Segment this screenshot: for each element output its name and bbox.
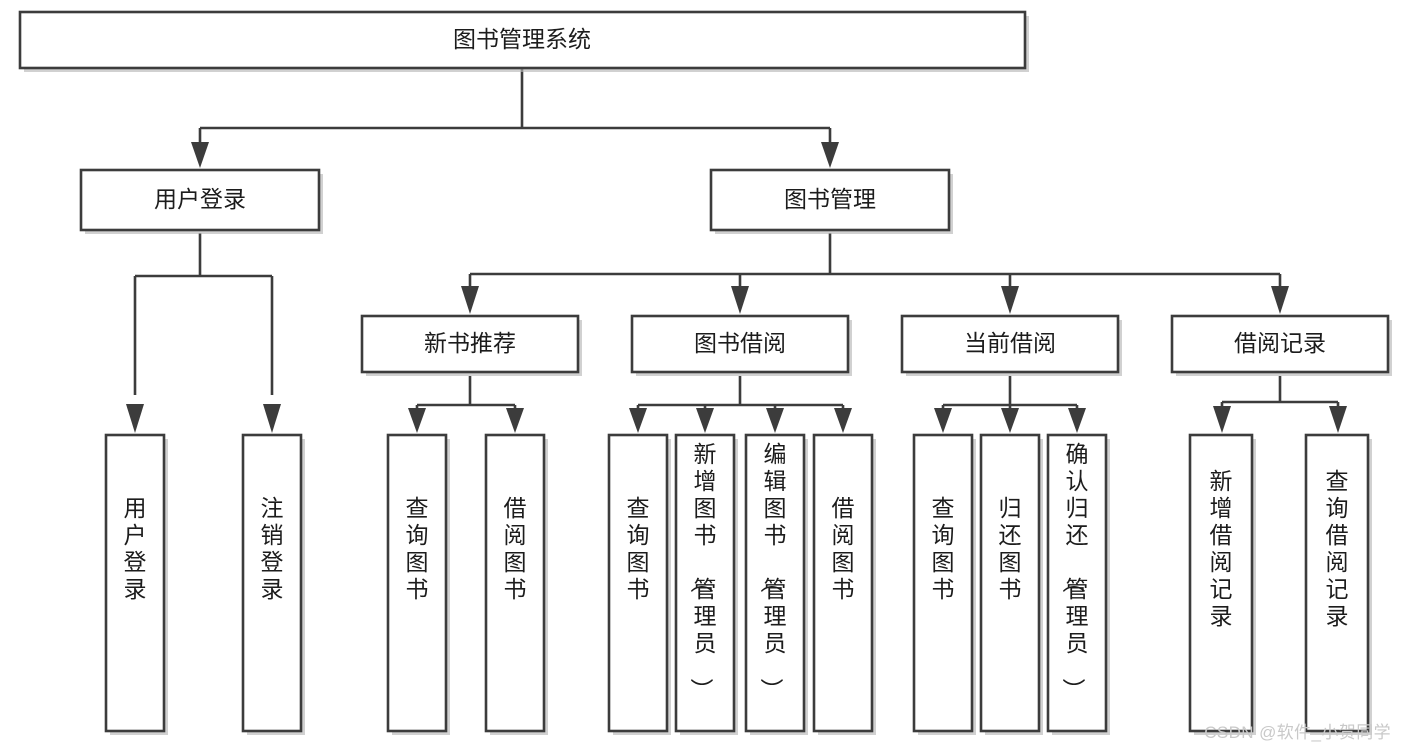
arrow-to-borrow-book-1 xyxy=(506,408,524,433)
connector-layer xyxy=(126,69,1347,433)
query-borrow-record-label: 查询借阅记录 xyxy=(1326,468,1349,629)
arrow-to-borrow-book-2 xyxy=(834,408,852,433)
user-login-box[interactable] xyxy=(79,168,321,232)
node-current-borrow[interactable]: 当前借阅 xyxy=(900,314,1122,376)
query-book-2-label: 查询图书 xyxy=(627,495,650,602)
user-login-do-box[interactable] xyxy=(104,433,166,733)
connector-root-bus xyxy=(198,69,832,145)
node-add-book-admin[interactable]: 新增图书（管理员） xyxy=(674,433,738,735)
borrow-book-1-box[interactable] xyxy=(484,433,546,733)
edit-book-admin-label: 编辑图书（管理员） xyxy=(759,441,787,701)
node-confirm-return-admin[interactable]: 确认归还（管理员） xyxy=(1046,433,1110,735)
borrow-book-1-label: 借阅图书 xyxy=(504,495,527,602)
add-borrow-record-box[interactable] xyxy=(1188,433,1254,733)
arrow-to-return-book xyxy=(1001,408,1019,433)
node-borrow-book-1[interactable]: 借阅图书 xyxy=(484,433,548,735)
book-borrow-label: 图书借阅 xyxy=(694,330,786,356)
borrow-record-label: 借阅记录 xyxy=(1234,330,1326,356)
arrow-to-query-book-2 xyxy=(629,408,647,433)
arrow-to-user-login-do xyxy=(126,404,144,433)
arrow-to-current-borrow xyxy=(1001,286,1019,314)
query-book-2-box[interactable] xyxy=(607,433,669,733)
root-label: 图书管理系统 xyxy=(453,26,591,52)
arrow-to-new-book-recommend xyxy=(461,286,479,314)
node-user-logout[interactable]: 注销登录 xyxy=(241,433,305,735)
node-user-login-do[interactable]: 用户登录 xyxy=(104,433,168,735)
query-borrow-record-box[interactable] xyxy=(1304,433,1370,733)
node-query-book-2[interactable]: 查询图书 xyxy=(607,433,671,735)
add-book-admin-label: 新增图书（管理员） xyxy=(689,441,717,701)
node-add-borrow-record[interactable]: 新增借阅记录 xyxy=(1188,433,1256,735)
edit-book-admin-box[interactable] xyxy=(744,433,806,733)
new-book-recommend-box[interactable] xyxy=(360,314,580,374)
arrow-to-book-manage xyxy=(821,142,839,168)
confirm-return-admin-label: 确认归还（管理员） xyxy=(1061,441,1089,701)
arrow-to-user-logout xyxy=(263,404,281,433)
query-book-1-box[interactable] xyxy=(386,433,448,733)
connector-book-borrow-bus xyxy=(636,376,845,416)
current-borrow-label: 当前借阅 xyxy=(964,330,1056,356)
user-logout-label: 注销登录 xyxy=(261,495,284,602)
connector-new-book-recommend-bus xyxy=(415,376,517,416)
confirm-return-admin-box[interactable] xyxy=(1046,433,1108,733)
connector-borrow-record-bus xyxy=(1220,376,1340,414)
user-login-label: 用户登录 xyxy=(154,186,246,212)
query-book-3-label: 查询图书 xyxy=(932,495,955,602)
arrow-to-add-borrow-record xyxy=(1213,406,1231,433)
return-book-box[interactable] xyxy=(979,433,1041,733)
arrow-to-confirm-return-admin xyxy=(1068,408,1086,433)
node-borrow-record[interactable]: 借阅记录 xyxy=(1170,314,1392,376)
node-return-book[interactable]: 归还图书 xyxy=(979,433,1043,735)
borrow-record-box[interactable] xyxy=(1170,314,1390,374)
arrow-to-query-book-1 xyxy=(408,408,426,433)
arrow-to-book-borrow xyxy=(731,286,749,314)
user-login-do-label: 用户登录 xyxy=(124,495,147,602)
connector-book-manage-bus xyxy=(468,233,1282,290)
arrow-to-borrow-record xyxy=(1271,286,1289,314)
node-root[interactable]: 图书管理系统 xyxy=(18,10,1029,72)
book-manage-label: 图书管理 xyxy=(784,186,876,212)
borrow-book-2-box[interactable] xyxy=(812,433,874,733)
current-borrow-box[interactable] xyxy=(900,314,1120,374)
add-book-admin-box[interactable] xyxy=(674,433,736,733)
node-borrow-book-2[interactable]: 借阅图书 xyxy=(812,433,876,735)
add-borrow-record-label: 新增借阅记录 xyxy=(1210,468,1233,629)
node-query-book-1[interactable]: 查询图书 xyxy=(386,433,450,735)
node-new-book-recommend[interactable]: 新书推荐 xyxy=(360,314,582,376)
node-user-login[interactable]: 用户登录 xyxy=(79,168,323,234)
node-query-book-3[interactable]: 查询图书 xyxy=(912,433,976,735)
arrow-to-query-borrow-record xyxy=(1329,406,1347,433)
arrow-to-edit-book-admin xyxy=(766,408,784,433)
root-box[interactable] xyxy=(18,10,1027,70)
arrow-to-user-login xyxy=(191,142,209,168)
node-book-borrow[interactable]: 图书借阅 xyxy=(630,314,852,376)
query-book-3-box[interactable] xyxy=(912,433,974,733)
user-logout-box[interactable] xyxy=(241,433,303,733)
book-borrow-box[interactable] xyxy=(630,314,850,374)
query-book-1-label: 查询图书 xyxy=(406,495,429,602)
new-book-recommend-label: 新书推荐 xyxy=(424,330,516,356)
node-query-borrow-record[interactable]: 查询借阅记录 xyxy=(1304,433,1372,735)
return-book-label: 归还图书 xyxy=(999,495,1022,602)
borrow-book-2-label: 借阅图书 xyxy=(832,495,855,602)
connector-user-login-bus xyxy=(133,233,274,395)
csdn-watermark: CSDN @软件_小贺同学 xyxy=(1204,723,1391,742)
arrow-to-query-book-3 xyxy=(934,408,952,433)
book-manage-box[interactable] xyxy=(709,168,951,232)
node-edit-book-admin[interactable]: 编辑图书（管理员） xyxy=(744,433,808,735)
arrow-to-add-book-admin xyxy=(696,408,714,433)
node-book-manage[interactable]: 图书管理 xyxy=(709,168,953,234)
